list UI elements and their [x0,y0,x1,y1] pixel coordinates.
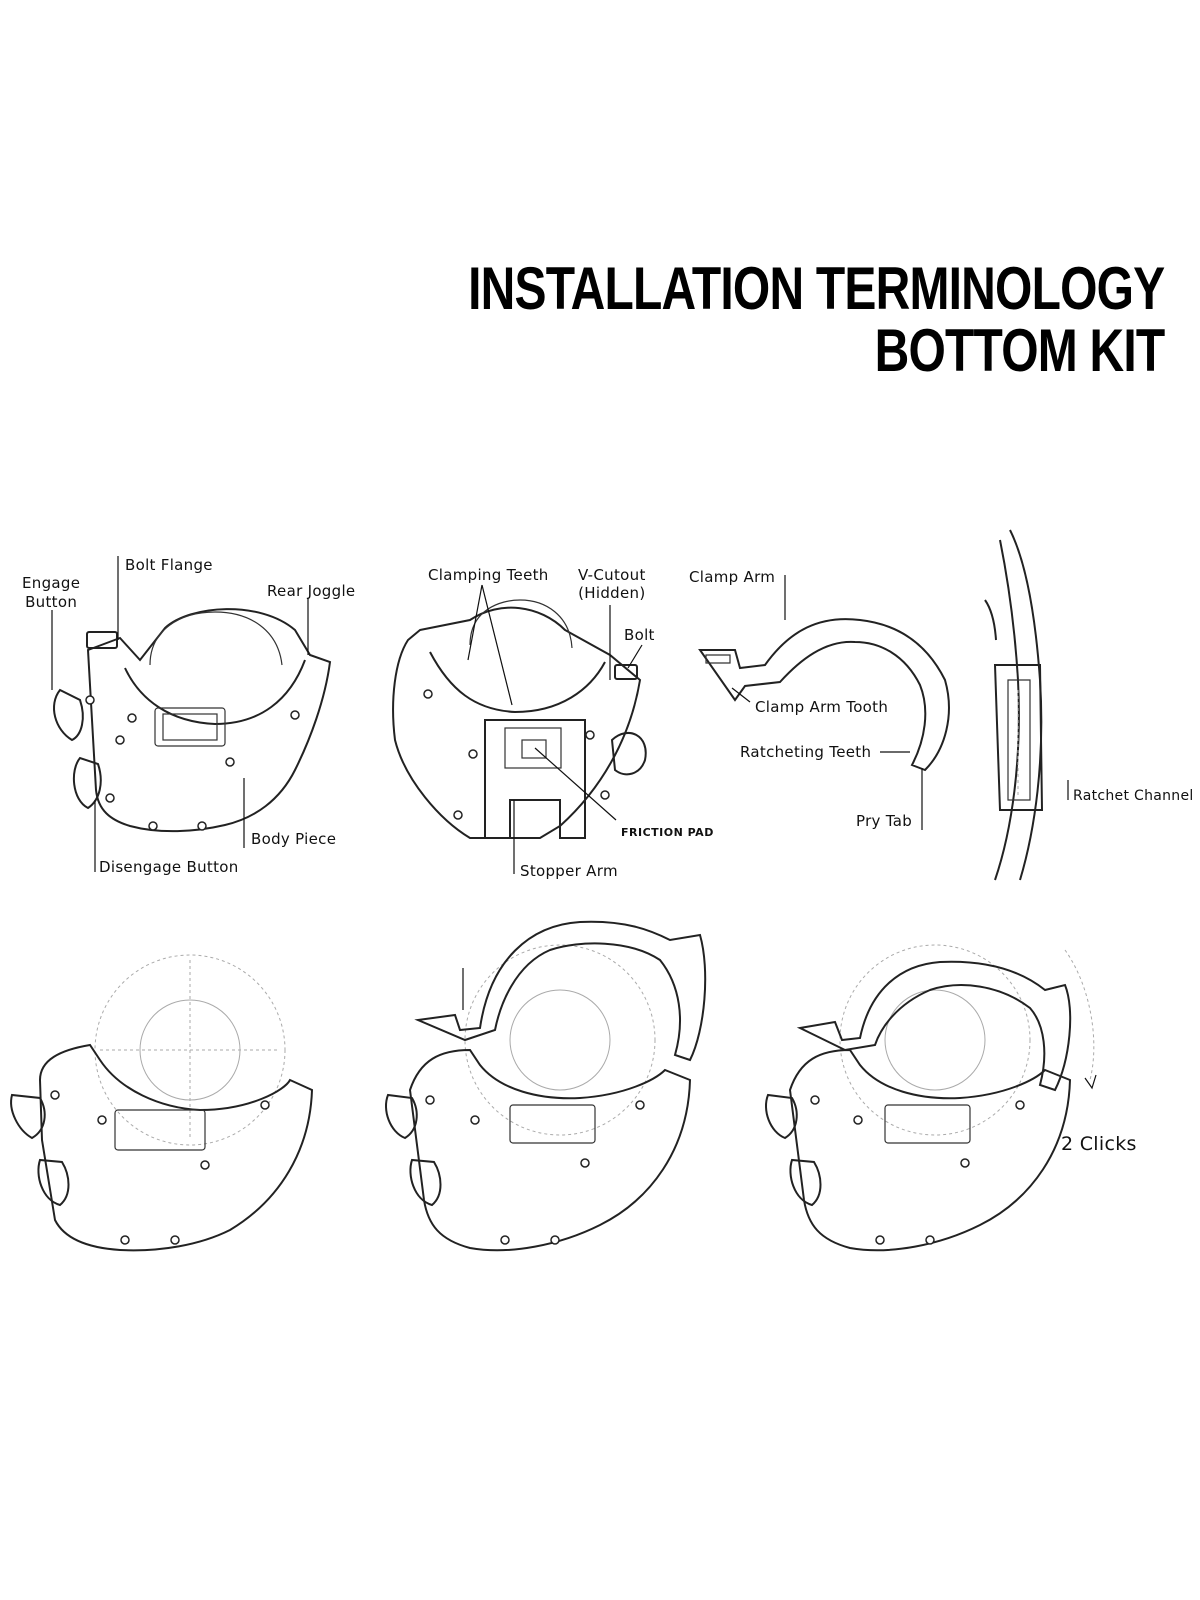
label-ratchet-channel: Ratchet Channel [1073,788,1194,804]
title-line-1: INSTALLATION TERMINOLOGY [467,255,1165,322]
step-1-view [10,954,314,1252]
label-friction-pad: FRICTION PAD [621,826,714,839]
label-v-cutout: V-Cutout (Hidden) [578,566,646,602]
label-clamping-teeth: Clamping Teeth [428,566,549,584]
label-pry-tab: Pry Tab [856,812,913,830]
rear-view [392,584,647,874]
assembly-view [51,556,332,872]
side-profile-view [984,529,1069,881]
label-clamp-arm: Clamp Arm [689,568,776,586]
label-engage-button: Engage Button [22,574,81,611]
label-disengage-button: Disengage Button [99,858,239,876]
step-2-view [385,920,707,1252]
label-ratcheting-teeth: Ratcheting Teeth [740,743,872,761]
clamp-arm-view [698,575,950,830]
label-bolt: Bolt [624,626,655,644]
label-two-clicks: 2 Clicks [1061,1133,1137,1155]
label-clamp-arm-tooth: Clamp Arm Tooth [755,698,889,716]
label-rear-joggle: Rear Joggle [267,582,356,600]
label-body-piece: Body Piece [251,830,337,848]
title-line-2: BOTTOM KIT [874,317,1165,384]
step-3-view [765,944,1097,1252]
page-title: INSTALLATION TERMINOLOGY BOTTOM KIT [467,255,1165,384]
label-bolt-flange: Bolt Flange [125,556,213,574]
label-stopper-arm: Stopper Arm [520,862,618,880]
